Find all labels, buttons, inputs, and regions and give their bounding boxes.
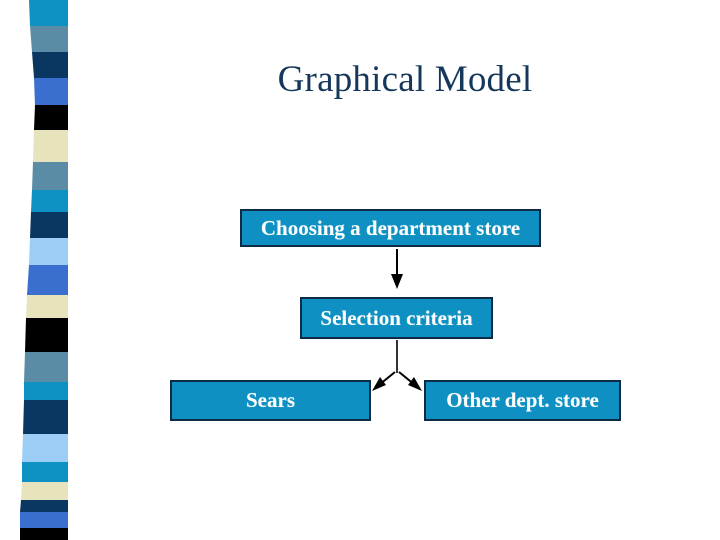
edge-root-to-criteria (391, 249, 403, 289)
left-stripe-decoration (0, 0, 90, 540)
node-sears[interactable]: Sears (170, 380, 371, 421)
node-selection-criteria[interactable]: Selection criteria (300, 297, 493, 339)
stripe-segments (20, 0, 68, 540)
page-title: Graphical Model (277, 59, 533, 100)
edge-criteria-to-sears (372, 371, 396, 391)
edge-criteria-to-other (398, 371, 422, 391)
node-other-dept-store[interactable]: Other dept. store (424, 380, 621, 421)
node-choosing-a-department-store[interactable]: Choosing a department store (240, 209, 541, 247)
